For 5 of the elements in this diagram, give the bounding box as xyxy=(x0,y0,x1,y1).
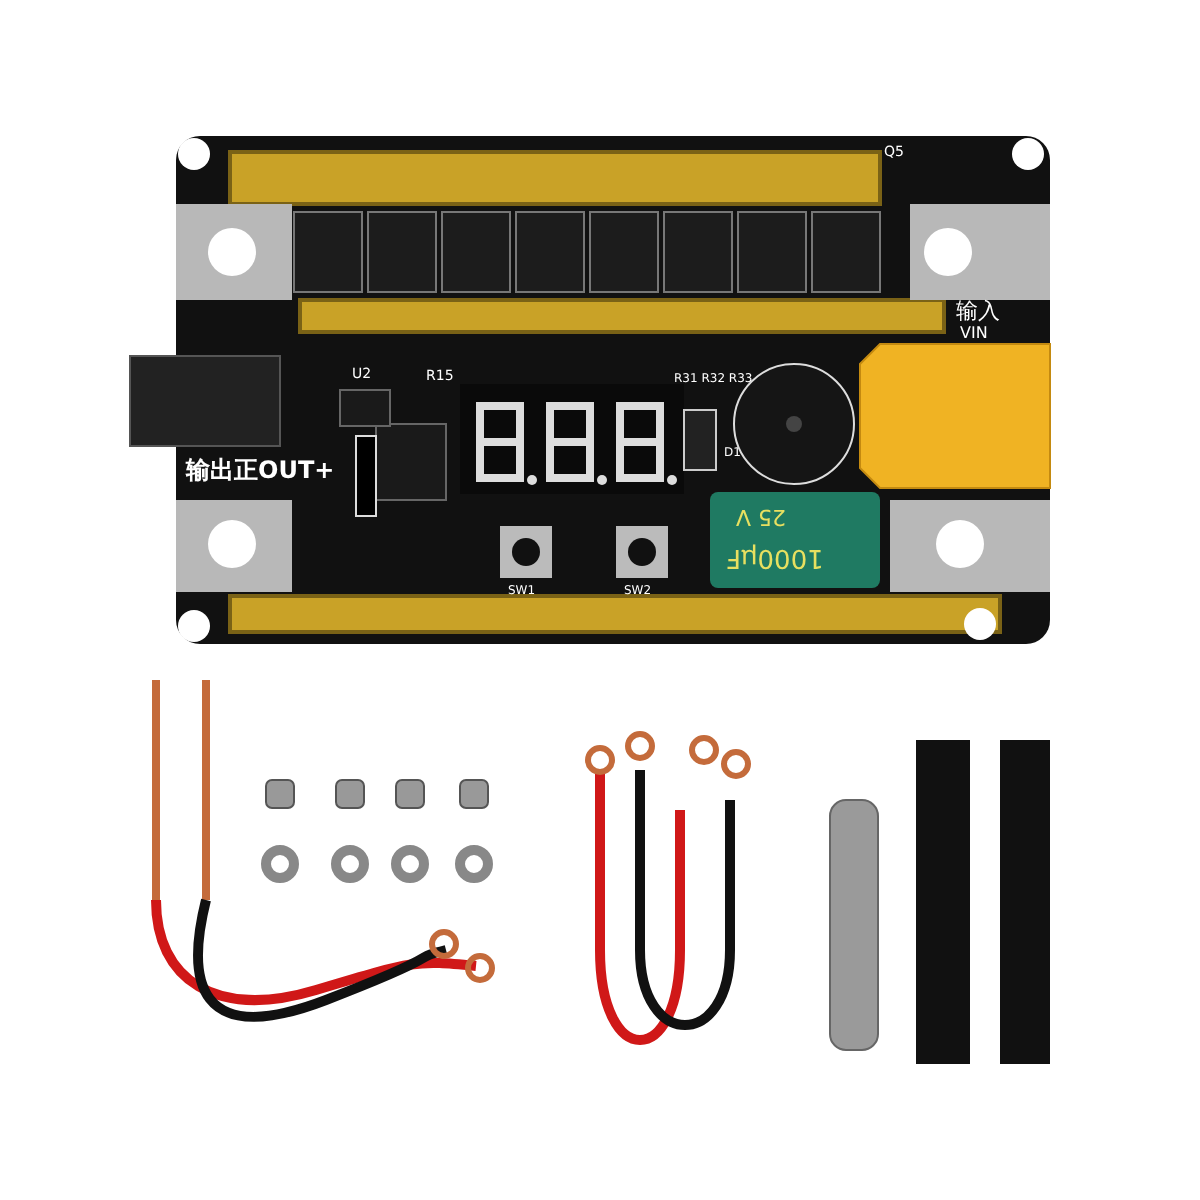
capacitor-label: 1000μF xyxy=(726,544,824,570)
board-label: VIN xyxy=(960,326,988,342)
board-label: 输出正OUT+ xyxy=(186,458,335,482)
capacitor-label: 25 V xyxy=(736,506,787,528)
board-label: 输入 xyxy=(956,300,1000,322)
